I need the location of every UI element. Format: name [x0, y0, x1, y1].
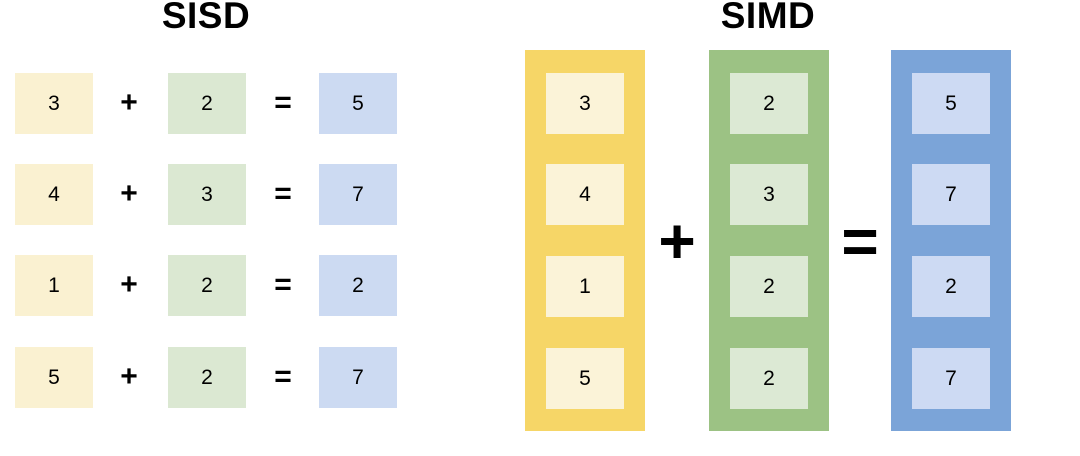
sisd-operand-a: 5	[15, 347, 93, 408]
plus-operator: +	[120, 177, 138, 210]
plus-operator: +	[120, 360, 138, 393]
sisd-operand-b: 2	[168, 347, 246, 408]
simd-vector-a-cell: 4	[546, 164, 624, 225]
simd-vector-a-column: 3 4 1 5	[525, 50, 645, 431]
simd-vector-a-cell: 5	[546, 348, 624, 409]
sisd-row: 1 + 2 = 2	[0, 255, 412, 316]
sisd-operand-a: 3	[15, 73, 93, 134]
sisd-result: 7	[319, 347, 397, 408]
simd-vector-result-cell: 7	[912, 164, 990, 225]
sisd-row: 3 + 2 = 5	[0, 73, 412, 134]
simd-vector-result-cell: 7	[912, 348, 990, 409]
plus-operator-large: +	[658, 204, 696, 277]
simd-vector-result-column: 5 7 2 7	[891, 50, 1011, 431]
sisd-operand-b: 2	[168, 255, 246, 316]
simd-vector-a-cell: 3	[546, 73, 624, 134]
simd-vector-result-cell: 5	[912, 73, 990, 134]
sisd-result: 2	[319, 255, 397, 316]
sisd-result: 7	[319, 164, 397, 225]
equals-operator-large: =	[841, 204, 879, 277]
sisd-operand-a: 1	[15, 255, 93, 316]
simd-vector-b-cell: 2	[730, 256, 808, 317]
simd-vector-b-cell: 2	[730, 348, 808, 409]
equals-operator: =	[274, 360, 292, 393]
simd-vector-result-cell: 2	[912, 256, 990, 317]
simd-vector-b-cell: 3	[730, 164, 808, 225]
equals-operator: =	[274, 177, 292, 210]
sisd-row: 5 + 2 = 7	[0, 347, 412, 408]
simd-vector-b-cell: 2	[730, 73, 808, 134]
plus-operator: +	[120, 268, 138, 301]
sisd-operand-b: 2	[168, 73, 246, 134]
plus-operator: +	[120, 86, 138, 119]
simd-vector-a-cell: 1	[546, 256, 624, 317]
sisd-title: SISD	[161, 0, 251, 36]
simd-title: SIMD	[720, 0, 816, 36]
sisd-operand-b: 3	[168, 164, 246, 225]
sisd-operand-a: 4	[15, 164, 93, 225]
equals-operator: =	[274, 268, 292, 301]
equals-operator: =	[274, 86, 292, 119]
simd-vector-b-column: 2 3 2 2	[709, 50, 829, 431]
sisd-row: 4 + 3 = 7	[0, 164, 412, 225]
sisd-result: 5	[319, 73, 397, 134]
